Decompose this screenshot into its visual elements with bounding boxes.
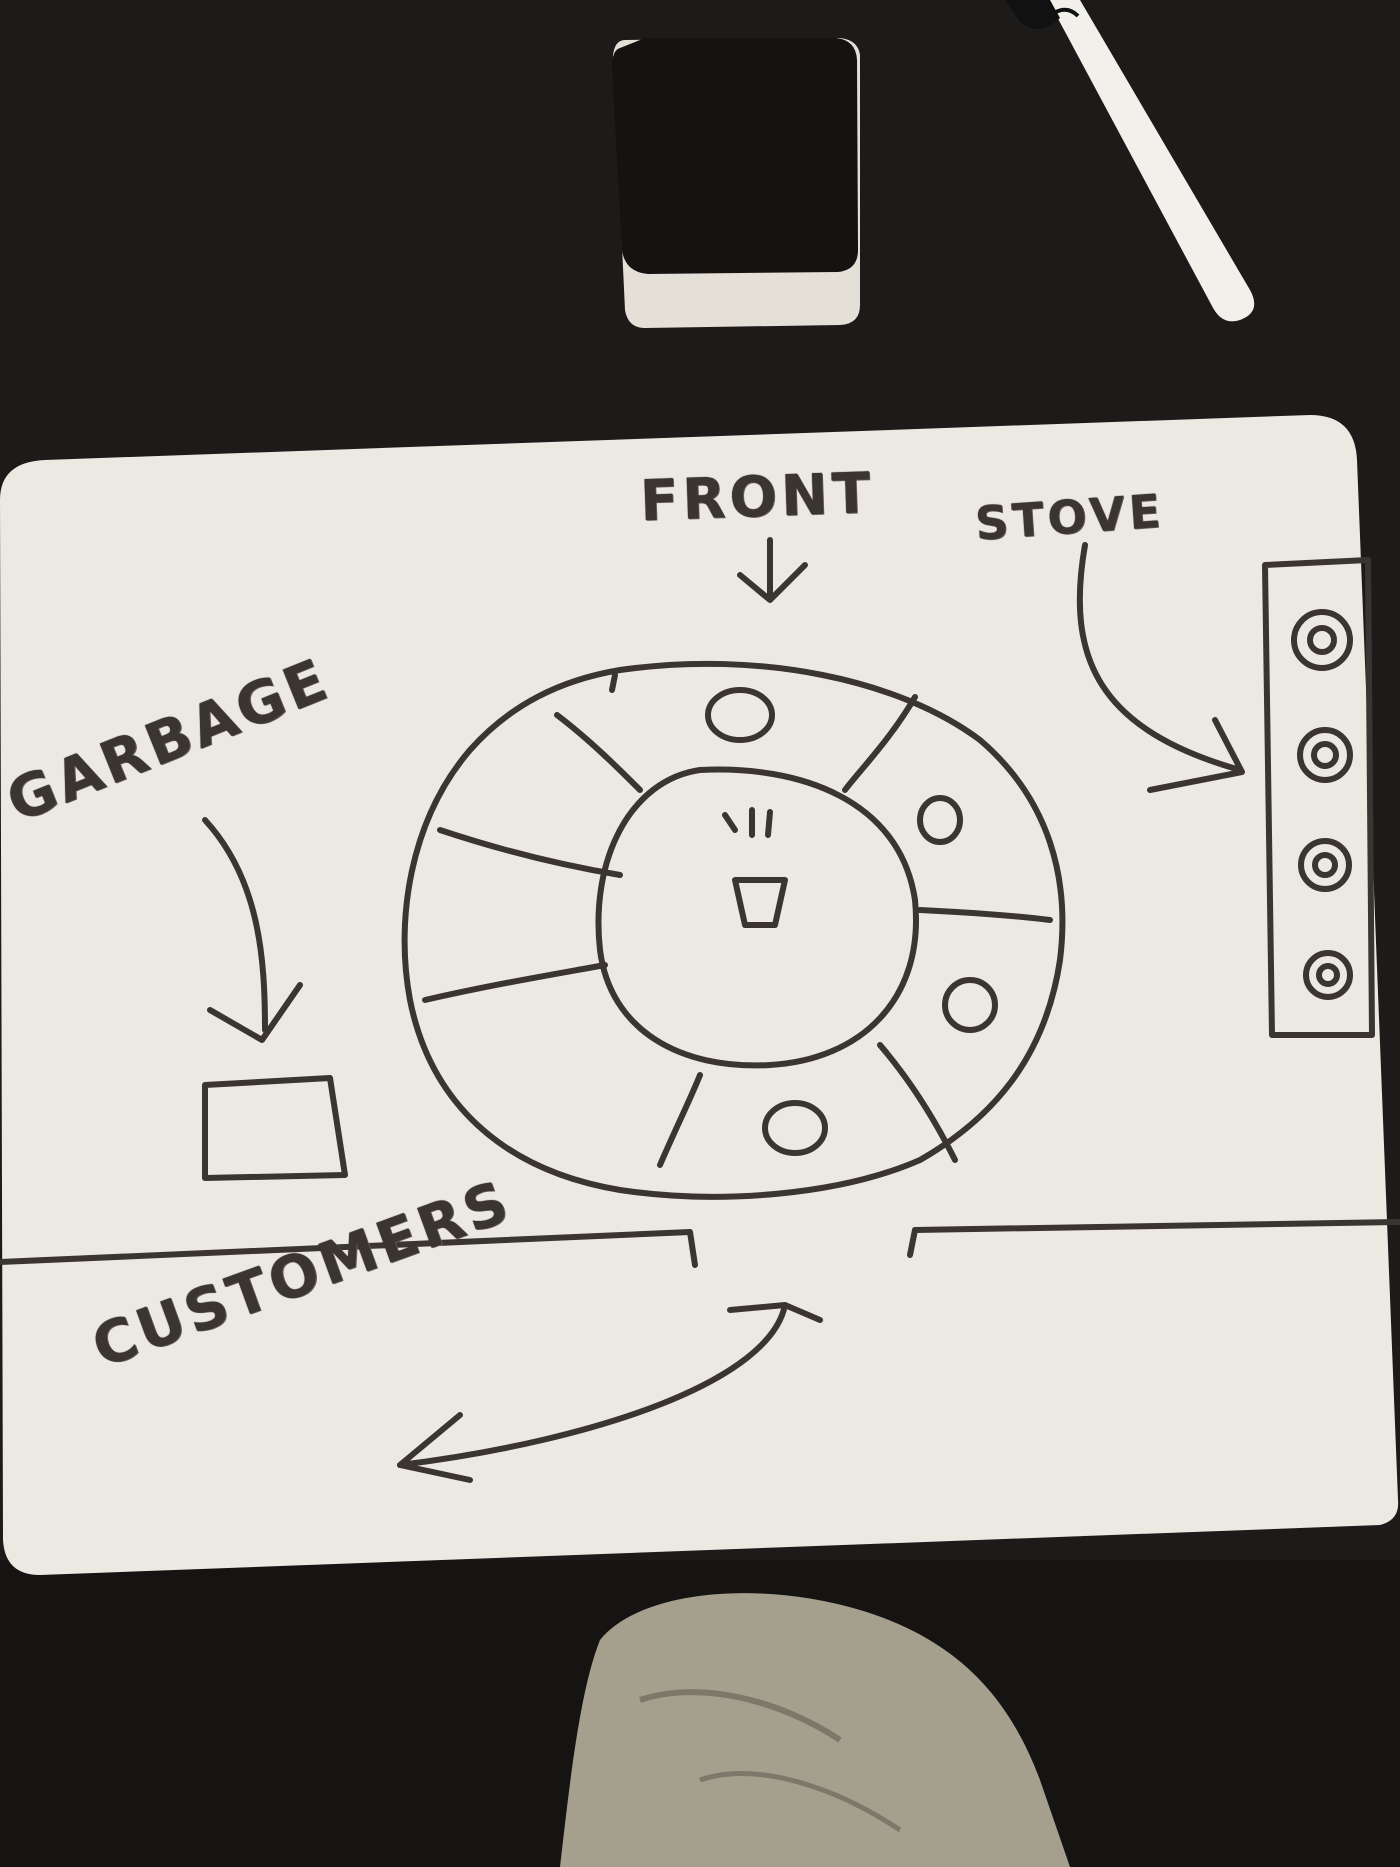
knee-jeans	[560, 1593, 1070, 1867]
center-figure-mark	[722, 807, 773, 838]
seat-circle	[705, 687, 775, 743]
divider	[842, 694, 918, 793]
front-label: FRONT	[638, 460, 876, 535]
center-figure	[732, 877, 788, 928]
burner	[1291, 609, 1353, 671]
counter-inner-circle	[595, 766, 919, 1069]
counter-wall	[907, 1219, 1400, 1258]
seat-circle	[942, 977, 998, 1033]
garbage-bin	[202, 1075, 348, 1181]
divider	[422, 962, 608, 1003]
divider	[917, 907, 1053, 923]
burner	[1298, 838, 1352, 892]
garbage-arrow	[202, 817, 268, 1033]
divider	[609, 672, 618, 693]
stove-arrow	[1076, 542, 1243, 773]
marker	[1005, 0, 1255, 322]
customers-arrow	[397, 1302, 823, 1468]
divider	[877, 1042, 958, 1163]
burner	[1297, 727, 1353, 783]
divider	[657, 1072, 703, 1168]
whiteboard	[0, 415, 1399, 1575]
stove-outline	[1262, 557, 1375, 1038]
eraser	[612, 38, 860, 328]
divider	[437, 827, 623, 878]
burner	[1303, 950, 1353, 1000]
seat-circle	[917, 795, 963, 845]
seat-circle	[762, 1100, 828, 1156]
counter-wall	[0, 1229, 698, 1268]
counter-outer-ring	[401, 660, 1066, 1200]
divider	[554, 712, 643, 793]
ink-drawing	[0, 537, 1400, 1483]
